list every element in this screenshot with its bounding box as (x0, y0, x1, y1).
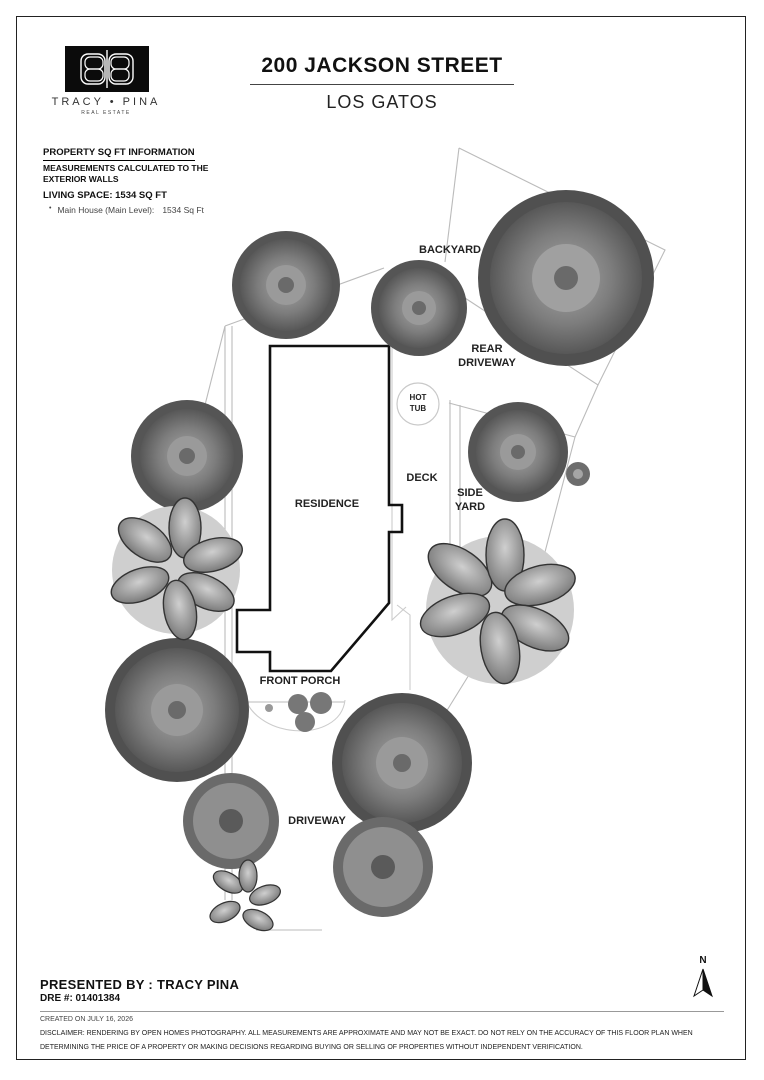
north-arrow-icon (693, 968, 713, 998)
page-subtitle: LOS GATOS (326, 92, 438, 112)
measurement-note: MEASUREMENTS CALCULATED TO THE EXTERIOR … (43, 163, 209, 184)
bullet-icon: • (49, 205, 52, 212)
tree-icon (183, 773, 279, 869)
sqft-item-value: 1534 Sq Ft (162, 205, 204, 215)
tree-icon (131, 400, 243, 512)
residence-outline (235, 344, 404, 673)
brand-logo: TRACY • PINA REAL ESTATE (44, 44, 168, 120)
tree-group (105, 190, 654, 917)
presented-by: PRESENTED BY : TRACY PINA (40, 977, 240, 992)
created-date: CREATED ON JULY 16, 2026 (40, 1016, 133, 1023)
label-hot-tub: HOT TUB (409, 393, 427, 413)
brand-subtitle: REAL ESTATE (81, 110, 131, 116)
tree-icon (371, 260, 467, 356)
title-divider (250, 84, 514, 85)
north-label: N (699, 955, 707, 966)
property-info: PROPERTY SQ FT INFORMATION MEASUREMENTS … (43, 142, 303, 215)
page-title: 200 JACKSON STREET (261, 54, 503, 77)
leaf-plant-icon (419, 518, 576, 685)
sqft-item-label: Main House (Main Level): (57, 205, 155, 215)
sqft-list-item: • Main House (Main Level): 1534 Sq Ft (43, 205, 303, 215)
walkway-outline (242, 340, 411, 732)
label-front-porch: FRONT PORCH (259, 675, 341, 687)
label-backyard: BACKYARD (419, 244, 481, 256)
tree-icon (332, 693, 472, 833)
tree-icon (566, 462, 590, 486)
leaf-plant-icon (110, 497, 243, 641)
leaf-plant-icon (209, 859, 281, 932)
logo-monogram-icon (65, 46, 149, 92)
label-residence: RESIDENCE (294, 498, 360, 510)
disclaimer: DISCLAIMER: RENDERING BY OPEN HOMES PHOT… (40, 1030, 693, 1051)
label-rear-driveway: REAR DRIVEWAY (458, 343, 516, 369)
footer-divider (40, 1011, 724, 1012)
tree-icon (232, 231, 340, 339)
north-arrow: N (692, 955, 714, 999)
label-driveway: DRIVEWAY (288, 815, 346, 827)
label-deck: DECK (406, 472, 438, 484)
property-info-heading: PROPERTY SQ FT INFORMATION (43, 147, 195, 161)
label-side-yard: SIDE YARD (454, 487, 486, 513)
dre-number: DRE #: 01401384 (40, 993, 121, 1004)
page-border (16, 16, 746, 1060)
living-space: LIVING SPACE: 1534 SQ FT (43, 190, 167, 201)
shrub-icon (265, 692, 332, 732)
tree-icon (478, 190, 654, 366)
brand-name: TRACY • PINA (51, 96, 161, 108)
tree-icon (333, 817, 433, 917)
tree-icon (105, 638, 249, 782)
hot-tub-circle (396, 382, 440, 426)
tree-icon (468, 402, 568, 502)
